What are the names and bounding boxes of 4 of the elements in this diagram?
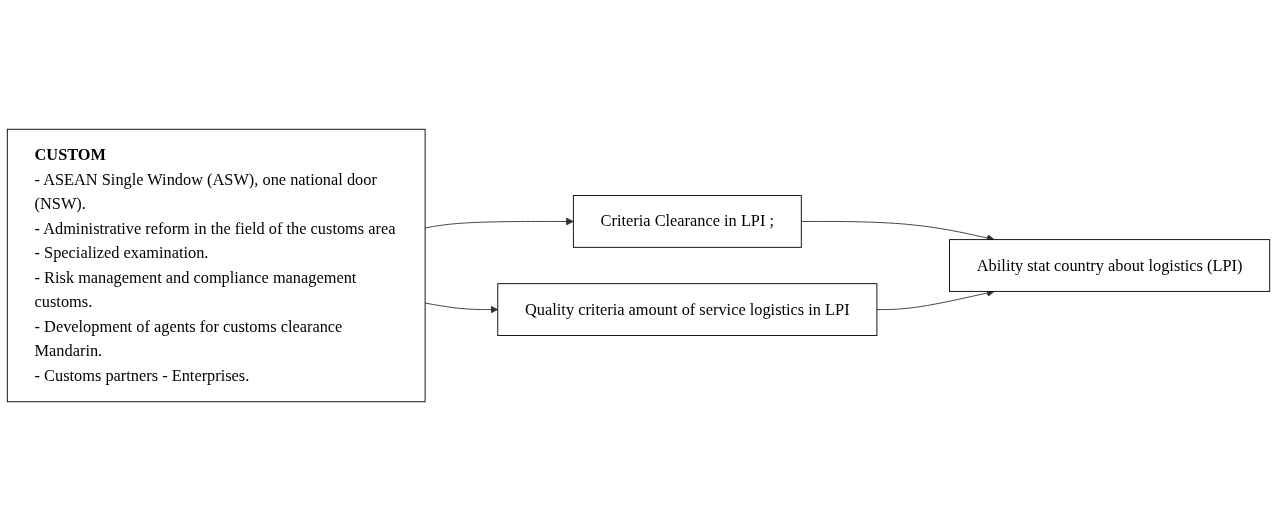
node-box: Quality criteria amount of service logistics in LPI (497, 283, 878, 336)
node-box: Criteria Clearance in LPI ; (572, 195, 802, 248)
node-box: Ability stat country about logistics (LPI) (949, 239, 1271, 292)
node-box: CUSTOM - ASEAN Single Window (ASW), one national door (NSW). - Administrative reform in the field of the customs area - Specialized examination. - Risk management and compliance management customs. - Development of agents for customs clearance Mandarin. - Customs partners - Enterprises. (6, 128, 426, 403)
